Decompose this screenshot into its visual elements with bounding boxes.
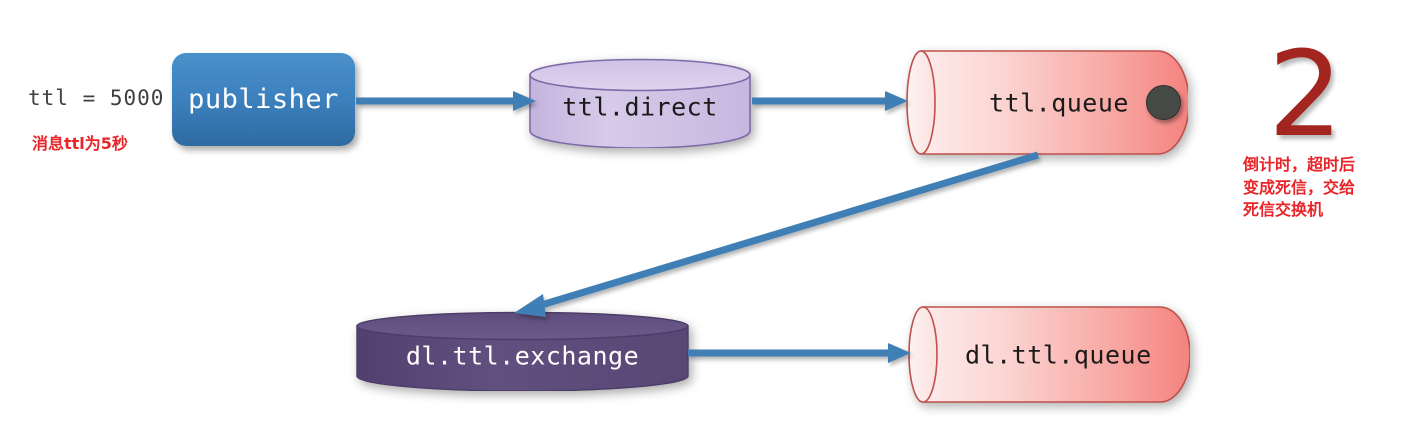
- step-note-line-1: 倒计时，超时后: [1243, 155, 1356, 174]
- step-note-line-3: 死信交换机: [1243, 200, 1324, 220]
- arrow-ttl-queue-to-dl-ttl-exchange: [514, 151, 1040, 317]
- step-number: 2: [1268, 25, 1344, 163]
- ttl-note-label: 消息ttl为5秒: [32, 134, 128, 153]
- node-publisher[interactable]: publisher: [172, 53, 355, 146]
- node-publisher-label: publisher: [188, 84, 339, 115]
- node-ttl-direct[interactable]: ttl.direct: [528, 58, 752, 149]
- node-dl-ttl-queue[interactable]: dl.ttl.queue: [907, 303, 1191, 406]
- step-note-line-2: 变成死信，交给: [1243, 177, 1356, 197]
- tube-shape-dl-ttl-queue: [908, 306, 1191, 403]
- arrow-publisher-to-ttl-direct: [356, 91, 536, 111]
- node-ttl-queue[interactable]: ttl.queue: [905, 47, 1190, 158]
- arrow-dl-ttl-exchange-to-dl-ttl-queue: [688, 343, 911, 363]
- arrow-ttl-direct-to-ttl-queue: [752, 91, 908, 111]
- message-dot-icon: [1146, 85, 1181, 120]
- cylinder-shape-ttl-direct: [529, 58, 751, 149]
- cylinder-shape-dl-ttl-exchange: [356, 311, 689, 392]
- step-note: 倒计时，超时后 变成死信，交给 死信交换机: [1243, 154, 1393, 222]
- ttl-value-label: ttl = 5000: [28, 86, 165, 110]
- node-dl-ttl-exchange[interactable]: dl.ttl.exchange: [355, 311, 690, 392]
